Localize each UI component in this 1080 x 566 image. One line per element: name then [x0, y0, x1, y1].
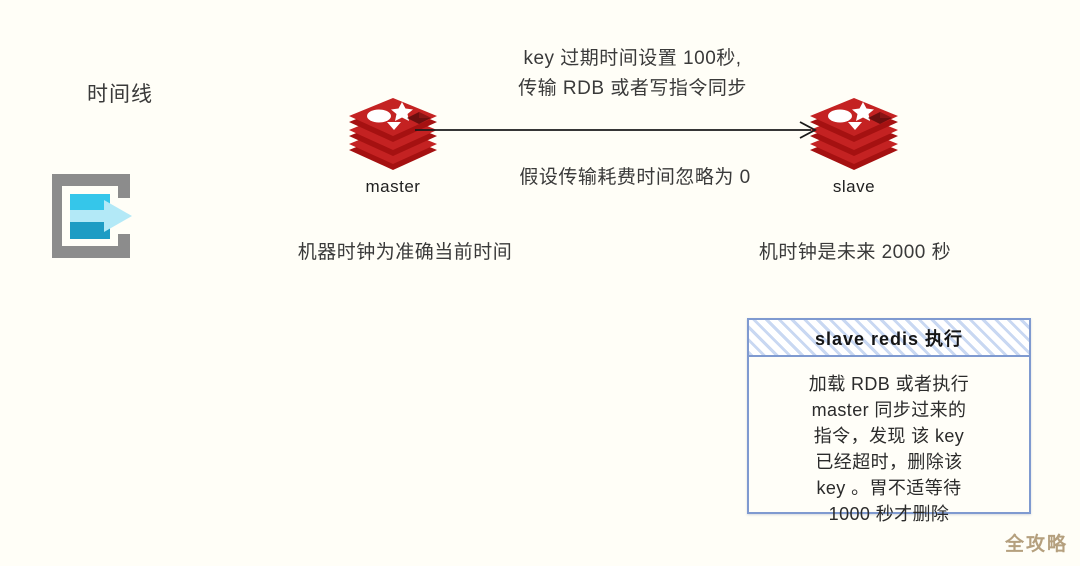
- slave-exec-header: slave redis 执行: [749, 320, 1029, 357]
- master-clock-note: 机器时钟为准确当前时间: [297, 242, 513, 263]
- export-arrow-icon: [46, 168, 142, 264]
- slave-exec-body-line: key 。胃不适等待: [816, 478, 962, 498]
- slave-exec-body: 加载 RDB 或者执行 master 同步过来的 指令，发现 该 key 已经超…: [749, 357, 1029, 527]
- master-node-label: master: [365, 177, 421, 196]
- sync-caption-line-2: 传输 RDB 或者写指令同步: [518, 78, 747, 99]
- slave-exec-box: slave redis 执行 加载 RDB 或者执行 master 同步过来的 …: [747, 318, 1031, 524]
- slave-exec-body-line: master 同步过来的: [811, 400, 967, 420]
- redis-logo-icon-slave: [806, 92, 902, 178]
- watermark: 全攻略: [1004, 534, 1068, 555]
- sync-caption: key 过期时间设置 100秒, 传输 RDB 或者写指令同步: [480, 44, 785, 104]
- timeline-label: 时间线: [87, 83, 153, 106]
- redis-logo-icon-master: [345, 92, 441, 178]
- slave-exec-body-line: 1000 秒才删除: [828, 504, 950, 524]
- right-arrow-icon: [415, 118, 820, 142]
- sync-caption-line-1: key 过期时间设置 100秒,: [523, 48, 742, 69]
- slave-exec-body-line: 加载 RDB 或者执行: [808, 374, 970, 394]
- slave-exec-title: slave redis 执行: [814, 328, 964, 349]
- slave-exec-body-line: 已经超时，删除该: [815, 452, 963, 472]
- slave-clock-note: 机时钟是未来 2000 秒: [758, 242, 952, 263]
- slave-node-label: slave: [832, 177, 876, 196]
- slave-exec-body-line: 指令，发现 该 key: [813, 426, 965, 446]
- transfer-cost-note: 假设传输耗费时间忽略为 0: [519, 167, 751, 188]
